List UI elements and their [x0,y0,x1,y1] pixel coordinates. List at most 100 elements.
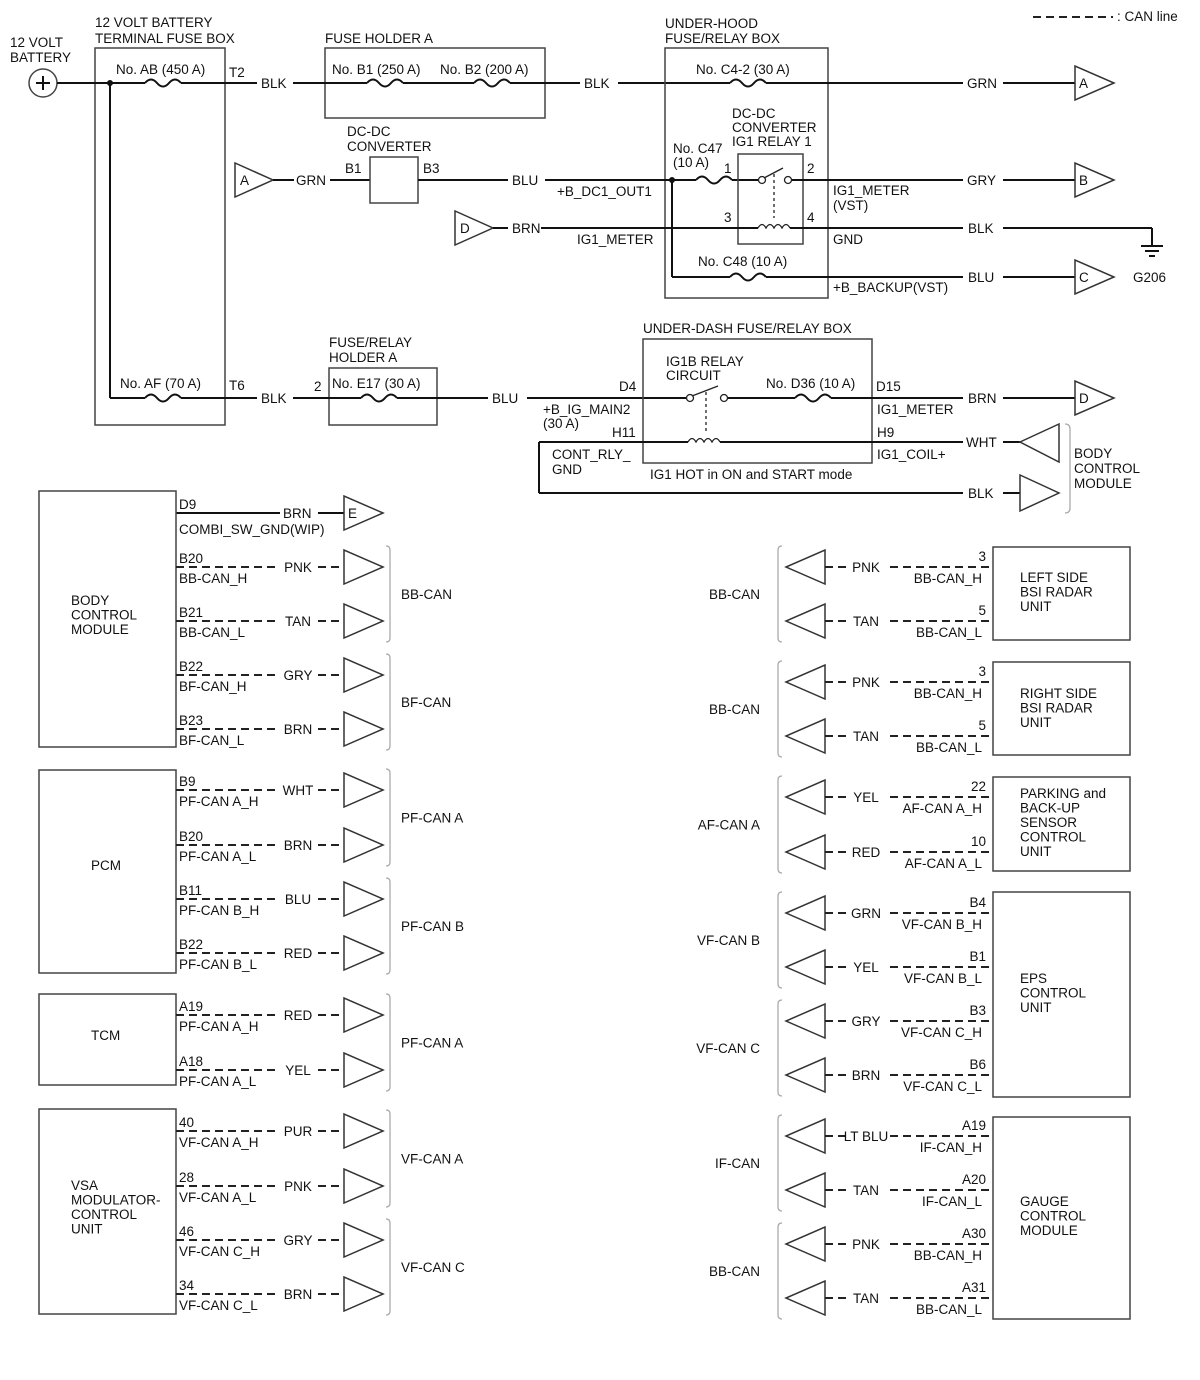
pin-2-label: 2 [314,379,322,394]
signal-cont-rly-2: GND [552,462,582,477]
dcdc-label-1: DC-DC [347,124,391,139]
left-row-color-2: GRY [283,668,312,683]
right-unit-name-2-2: SENSOR [1020,815,1077,830]
fuse-d36-symbol [794,393,832,403]
right-unit-name-2-4: UNIT [1020,844,1052,859]
dcdc-pin-b3: B3 [423,161,440,176]
left-row-color-7: RED [284,946,313,961]
relay-contact-2 [783,175,793,185]
relay-pin-2: 2 [807,161,815,176]
fuse-b2-label: No. B2 (200 A) [440,62,529,77]
left-row-pin-3: B23 [179,713,203,728]
right-group-label-2: AF-CAN A [698,818,760,833]
fuse-e17-label: No. E17 (30 A) [332,376,421,391]
signal-ig1-meter-vst-1: IG1_METER [833,183,910,198]
right-unit-box-2 [992,776,1131,872]
battery-label-2: BATTERY [10,50,71,65]
relay-pin-3: 3 [724,210,732,225]
left-row-signal-4: PF-CAN A_H [179,794,259,809]
left-unit-box-1 [38,769,177,974]
wire-color-d9: BRN [283,506,312,521]
left-group-label-5: VF-CAN A [401,1152,463,1167]
wire-color-blk-1: BLK [261,76,287,91]
right-group-bracket-1 [777,660,783,758]
right-row-pin-2: 3 [978,664,986,679]
left-row-connector-6 [343,880,385,918]
left-row-connector-0 [343,548,385,586]
left-unit-name-0-1: CONTROL [71,608,137,623]
right-row-color-6: GRN [851,906,881,921]
connector-e-out-label: E [348,506,357,521]
terminal-box-label-1: 12 VOLT BATTERY [95,15,213,30]
connector-a-out-label: A [1079,76,1088,91]
right-row-signal-4: AF-CAN A_H [902,801,982,816]
right-group-label-3: VF-CAN B [697,933,760,948]
underhood-label-1: UNDER-HOOD [665,16,758,31]
left-row-connector-5 [343,826,385,864]
right-row-connector-9 [784,1056,826,1094]
signal-ig1-meter-2: IG1_METER [877,402,954,417]
right-row-signal-6: VF-CAN B_H [902,917,982,932]
pin-d4-label: D4 [619,379,637,394]
left-row-signal-5: PF-CAN A_L [179,849,257,864]
right-group-bracket-0 [777,545,783,643]
fuse-b1-symbol [366,78,404,88]
left-group-bracket-6 [385,1218,391,1316]
ig1b-relay-label-1: IG1B RELAY [666,354,744,369]
bcm-top-label-2: CONTROL [1074,461,1140,476]
left-unit-name-3-0: VSA [71,1178,98,1193]
fuse-b1-label: No. B1 (250 A) [332,62,421,77]
dcdc-converter-box [369,156,419,204]
left-unit-name-0-2: MODULE [71,622,129,637]
fuse-ab-symbol [144,78,182,88]
right-row-connector-2 [784,663,826,701]
right-row-color-8: GRY [851,1014,880,1029]
can-rows-layer: B20PNKBB-CAN_HB21TANBB-CAN_LB22GRYBF-CAN… [176,545,993,1320]
left-unit-name-2-0: TCM [91,1028,120,1043]
left-row-connector-9 [343,1051,385,1089]
left-group-label-1: BF-CAN [401,695,451,710]
right-row-signal-2: BB-CAN_H [914,686,982,701]
left-unit-name-0-0: BODY [71,593,109,608]
ig1-hot-note: IG1 HOT in ON and START mode [650,467,852,482]
relay-box [737,153,804,245]
left-row-color-1: TAN [285,614,311,629]
signal-b-dc1-out1: +B_DC1_OUT1 [557,184,652,199]
connector-a-in [234,161,275,199]
right-row-signal-11: IF-CAN_L [922,1194,983,1209]
right-row-connector-11 [784,1171,826,1209]
signal-ig1-coil: IG1_COIL+ [877,447,946,462]
left-row-color-11: PNK [284,1179,312,1194]
right-group-label-6: BB-CAN [709,1264,760,1279]
bcm-top-label-3: MODULE [1074,476,1132,491]
left-unit-box-0 [38,490,177,748]
wire-color-blu-2: BLU [968,270,994,285]
wire-color-blk-3: BLK [584,76,610,91]
right-row-connector-5 [784,833,826,871]
right-unit-name-2-0: PARKING and [1020,786,1106,801]
right-row-signal-5: AF-CAN A_L [905,856,983,871]
wire-color-blk-5: BLK [968,486,994,501]
relay-switch-arm [763,167,784,179]
left-row-signal-8: PF-CAN A_H [179,1019,259,1034]
right-unit-name-3-2: UNIT [1020,1000,1052,1015]
left-group-label-2: PF-CAN A [401,811,463,826]
fuse-c47-label-2: (10 A) [673,155,709,170]
wire-color-blk-2: BLK [261,391,287,406]
ig1b-contact-1 [685,393,695,403]
right-row-color-5: RED [852,845,881,860]
right-row-pin-12: A30 [962,1226,986,1241]
left-row-connector-13 [343,1275,385,1313]
left-row-color-12: GRY [283,1233,312,1248]
left-row-color-13: BRN [284,1287,313,1302]
right-row-pin-5: 10 [971,834,986,849]
right-unit-name-1-1: BSI RADAR [1020,701,1093,716]
right-row-connector-7 [784,948,826,986]
ig1b-switch-arm [691,385,719,397]
left-row-connector-10 [343,1112,385,1150]
fuse-c42-label: No. C4-2 (30 A) [696,62,790,77]
wire-color-blu-1: BLU [512,173,538,188]
wire-color-grn-2: GRN [296,173,326,188]
signal-b-ig-main2-1: +B_IG_MAIN2 [543,402,630,417]
signal-ig1-meter-1: IG1_METER [577,232,654,247]
